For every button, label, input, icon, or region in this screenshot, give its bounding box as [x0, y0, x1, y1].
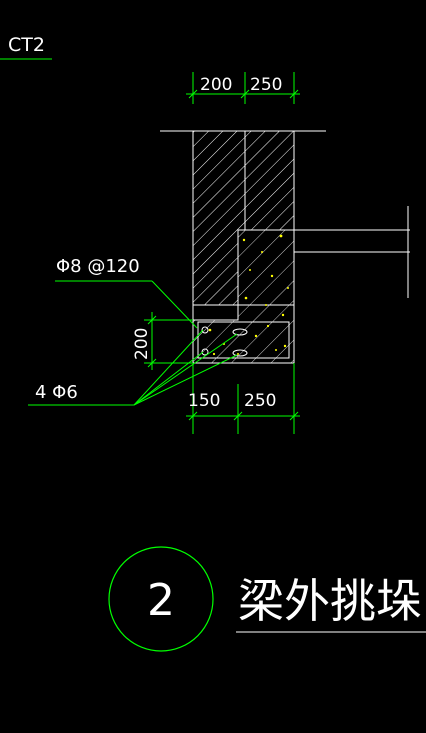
stirrup-label: Φ8 @120: [56, 256, 140, 277]
supported-beam: [294, 206, 410, 298]
rebar-circles: [201, 326, 248, 357]
sheet-ref: CT2: [8, 34, 45, 56]
concrete-speckle: [208, 234, 289, 356]
rebar-label: 4 Φ6: [35, 382, 78, 403]
bottom-dimension: [186, 363, 300, 434]
detail-number: 2: [147, 575, 175, 626]
detail-title: 梁外挑垛: [238, 574, 422, 628]
top-dimension: [186, 72, 300, 104]
left-dimension: [144, 312, 193, 370]
dim-top-right: 250: [250, 75, 282, 95]
detail-number-circle: [108, 546, 214, 652]
dim-bottom-right: 250: [244, 391, 276, 411]
stirrup-leader: [55, 280, 198, 329]
rebar-leader: [28, 329, 238, 406]
dim-left-vertical: 200: [132, 328, 152, 360]
dim-top-left: 200: [200, 75, 232, 95]
dim-bottom-left: 150: [188, 391, 220, 411]
